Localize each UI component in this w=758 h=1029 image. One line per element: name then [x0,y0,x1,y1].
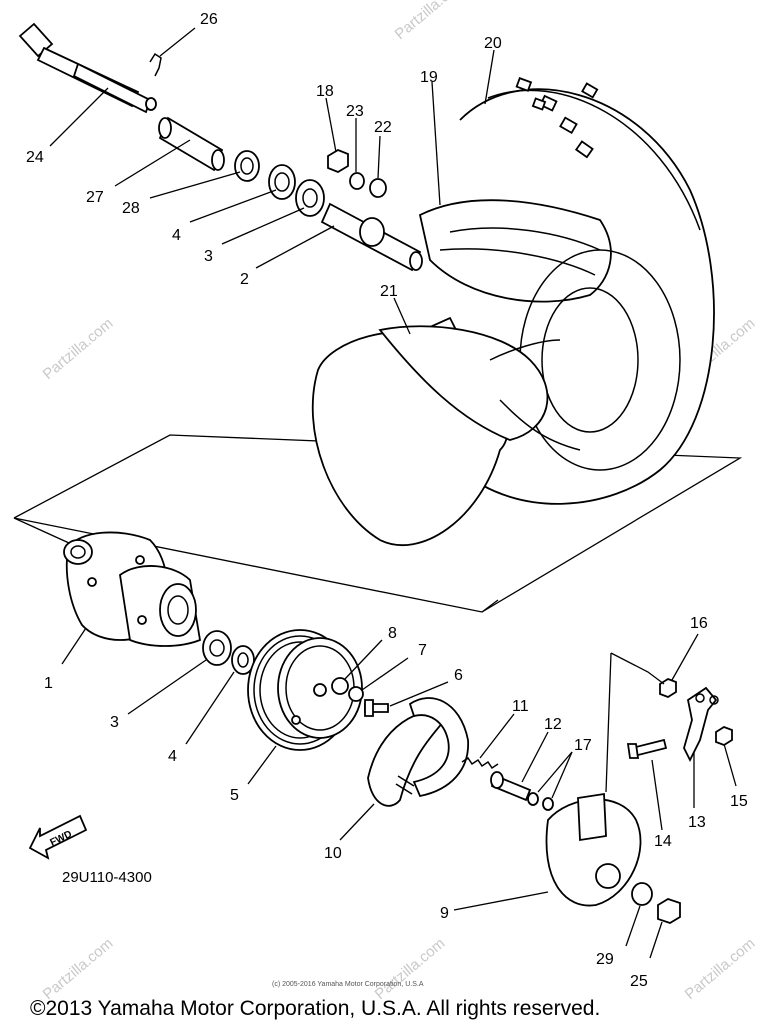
callout-4-top: 4 [172,227,181,244]
callout-21: 21 [380,283,398,300]
copyright-footer: ©2013 Yamaha Motor Corporation, U.S.A. A… [30,997,600,1020]
watermark: Partzilla.com [40,935,117,1003]
tire-tread [515,77,599,159]
wheel-tire-group [311,77,715,546]
callout-8: 8 [388,625,397,642]
axle-group [18,22,423,272]
plain-washer [348,686,364,702]
callout-22: 22 [374,119,392,136]
spacer [268,164,296,200]
callout-20: 20 [484,35,502,52]
brake-drum [247,629,363,751]
lock-washer [349,172,365,190]
callout-17: 17 [574,737,592,754]
callout-29: 29 [596,951,614,968]
callout-27: 27 [86,189,104,206]
callouts: 26 20 19 18 23 22 24 27 28 4 3 2 21 16 8… [26,11,748,990]
small-copyright: (c) 2005-2016 Yamaha Motor Corporation, … [272,981,424,988]
callout-4-bottom: 4 [168,748,177,765]
callout-14: 14 [654,833,672,850]
fwd-arrow: FWD [28,814,88,860]
callout-9: 9 [440,905,449,922]
brake-shoe [367,709,452,807]
washer [369,178,387,198]
callout-7: 7 [418,642,427,659]
oil-seal [234,150,260,182]
callout-6: 6 [454,667,463,684]
callout-13: 13 [688,814,706,831]
washer-drum [331,677,349,695]
bearing-lower [202,630,232,666]
callout-11: 11 [512,698,529,715]
watermark: Partzilla.com [40,315,117,383]
o-ring [527,792,539,806]
return-spring [461,756,499,770]
watermark: Partzilla.com [682,935,758,1003]
callout-10: 10 [324,845,342,862]
callout-1: 1 [44,675,53,692]
rim-upper [418,199,612,303]
callout-5: 5 [230,787,239,804]
watermark: Partzilla.com [392,0,469,43]
callout-2: 2 [240,271,249,288]
cotter-pin [149,52,162,77]
callout-24: 24 [26,149,44,166]
callout-18: 18 [316,83,334,100]
leader-lines [49,27,737,959]
brake-panel-group [367,652,733,924]
callout-26: 26 [200,11,218,28]
callout-3-top: 3 [204,248,213,265]
nut [327,148,349,174]
hub-group [63,531,389,751]
callout-28: 28 [122,200,140,217]
nut-lever [659,678,677,698]
callout-25: 25 [630,973,648,990]
callout-3-bottom: 3 [110,714,119,731]
callout-12: 12 [544,716,562,733]
washer-panel [631,882,653,906]
callout-15: 15 [730,793,748,810]
watermark: Partzilla.com [372,935,449,1003]
o-ring [542,797,554,811]
callout-23: 23 [346,103,364,120]
bearing [295,179,325,217]
nut-panel [657,898,681,924]
callout-16: 16 [690,615,708,632]
nut-lever-small [715,726,733,746]
brake-camshaft-lever [683,686,718,763]
callout-19: 19 [420,69,438,86]
diagram-code: 29U110-4300 [62,869,152,886]
